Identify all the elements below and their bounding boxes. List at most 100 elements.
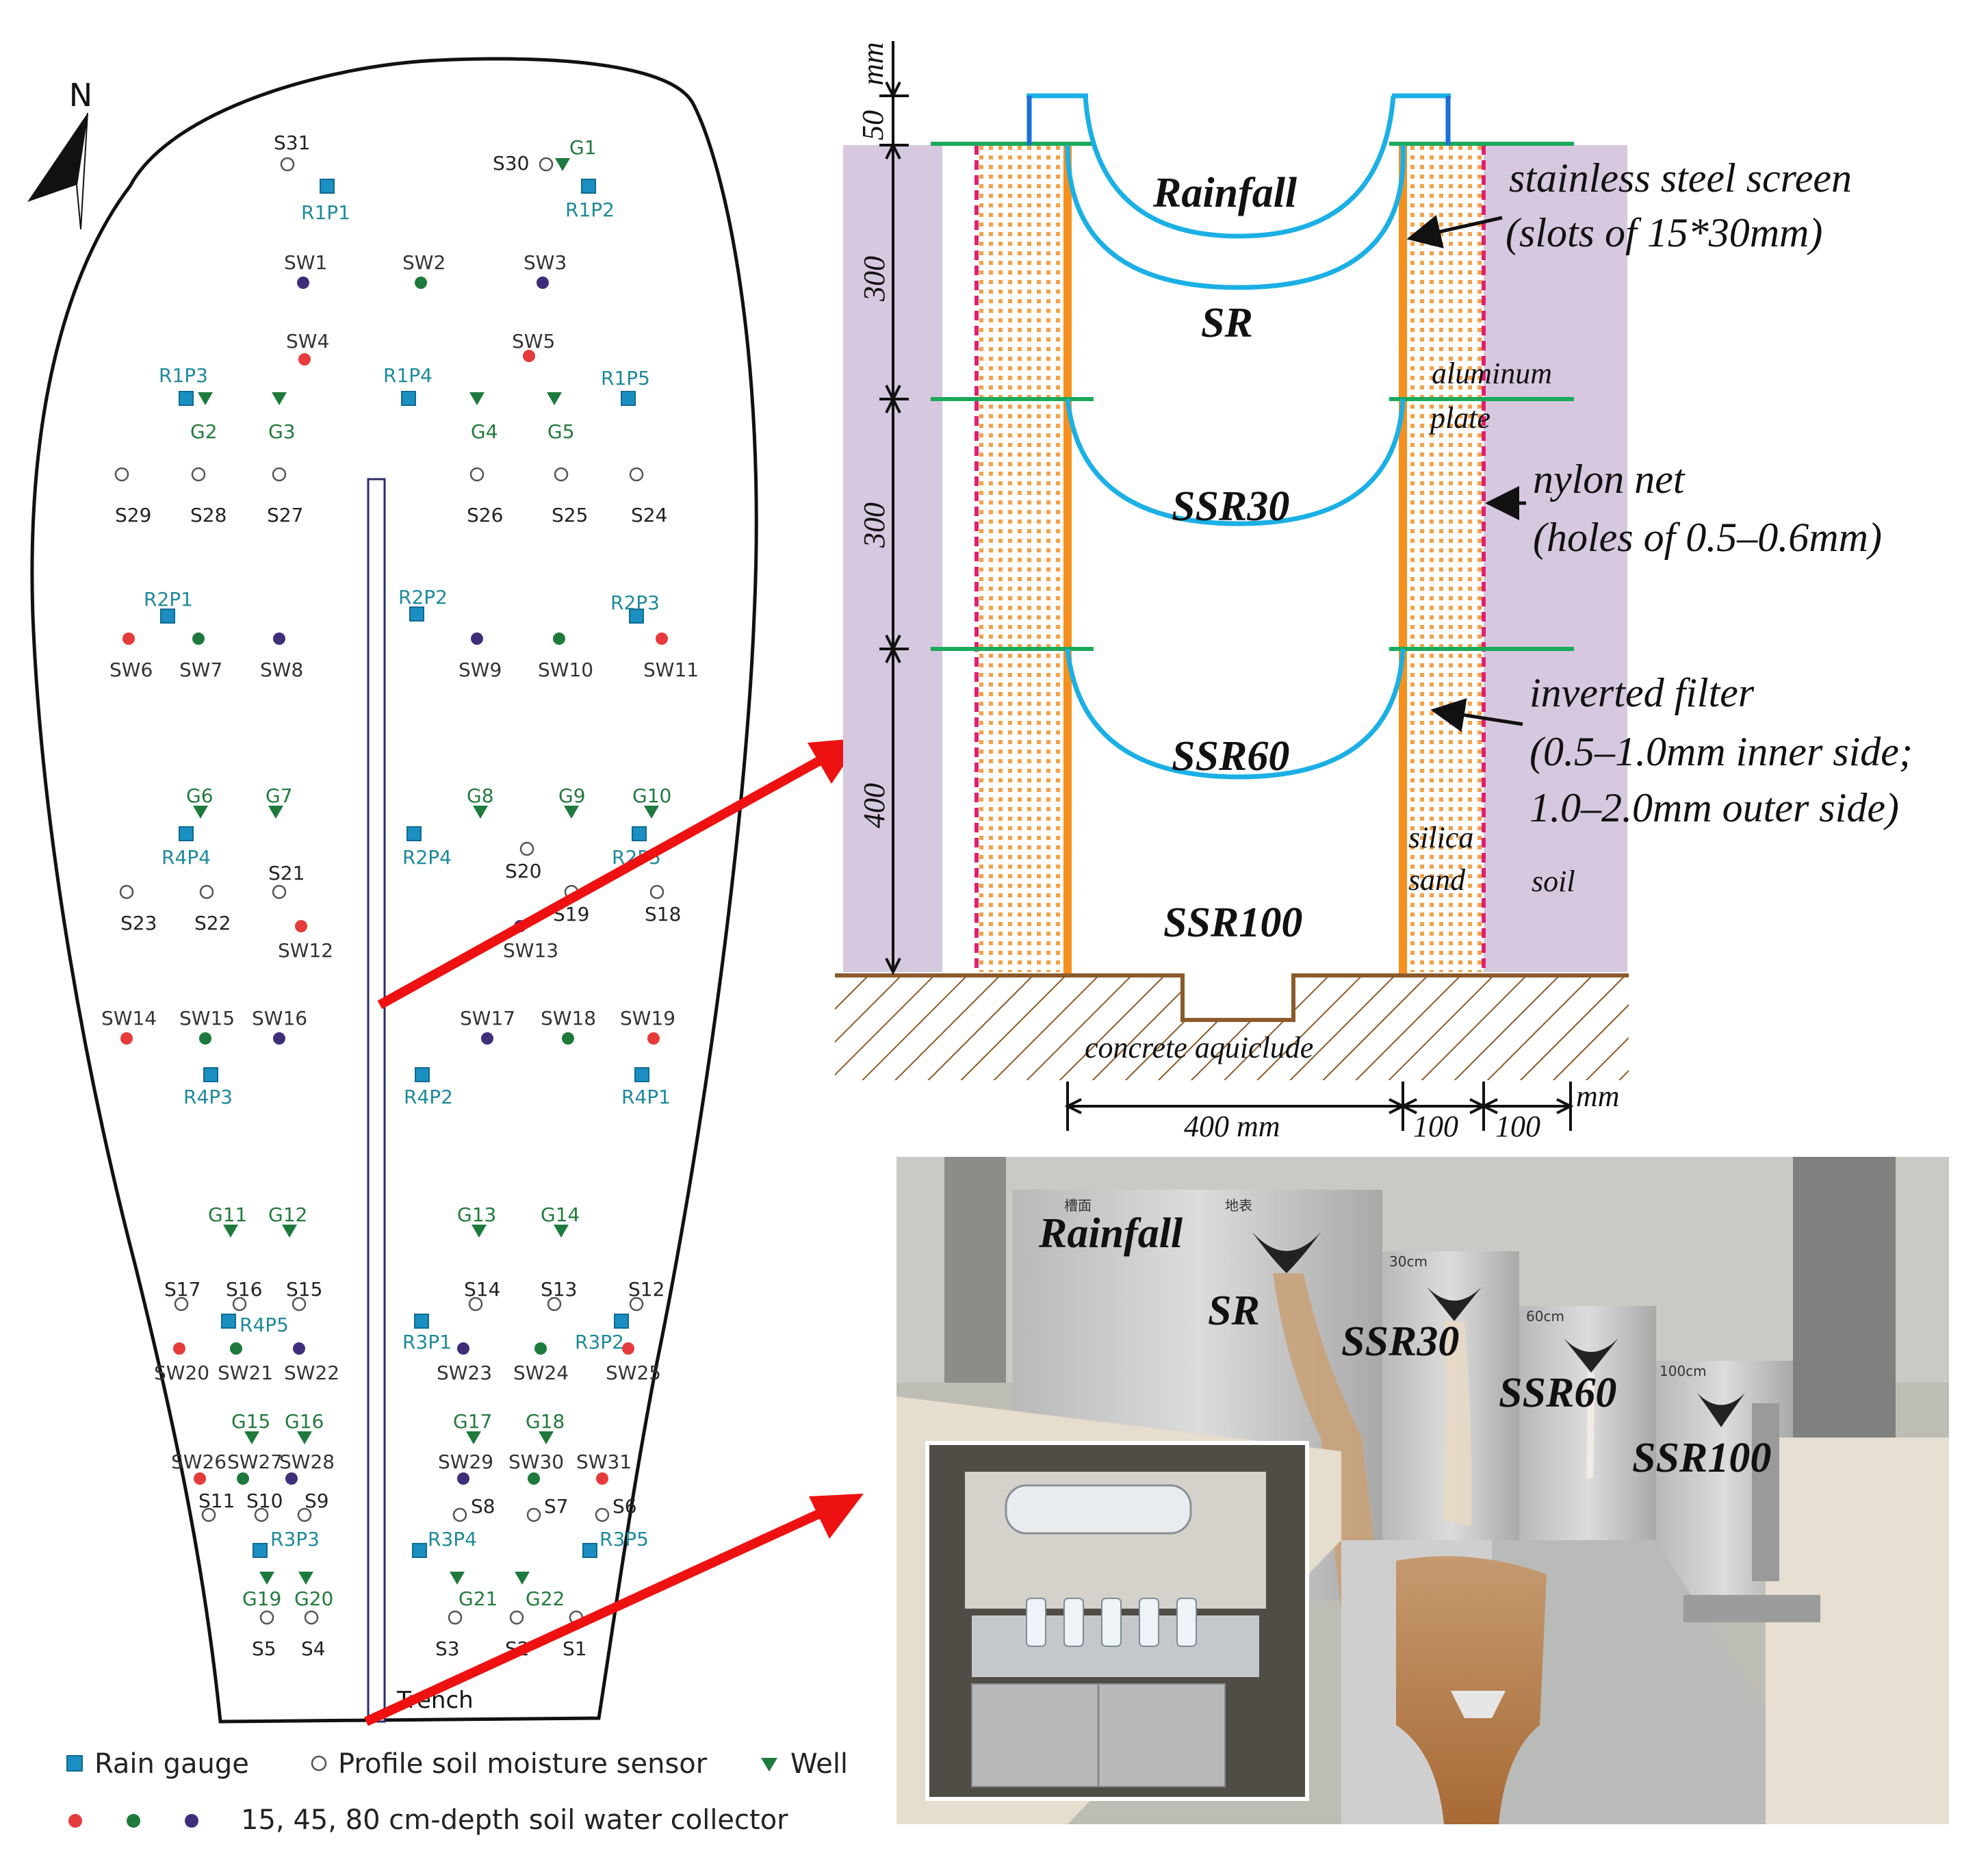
legend-rain-gauge-icon — [66, 1755, 83, 1772]
collector-label: SW13 — [503, 939, 558, 962]
well-g7 — [268, 806, 283, 819]
rain-gauge-r4p1 — [634, 1067, 649, 1082]
rain-gauge-r2p1 — [160, 609, 175, 624]
well-g13 — [472, 1225, 487, 1238]
soil-sensor-s14 — [468, 1296, 483, 1312]
collector-sw30 — [528, 1472, 540, 1485]
cross-section-diagram: mm 50 300 300 400 400 mm 100 100 mm Rain… — [835, 41, 1913, 1143]
collector-sw4 — [298, 353, 311, 366]
collector-label: SW1 — [284, 251, 327, 274]
well-label: G5 — [547, 420, 575, 443]
soil-sensor-s24 — [629, 467, 644, 482]
soil-right — [1484, 145, 1627, 972]
soil-sensor-s22 — [199, 884, 214, 899]
soil-sensor-s10 — [254, 1507, 269, 1522]
well-g6 — [193, 806, 208, 819]
collector-sw27 — [237, 1472, 249, 1485]
collector-label: SW5 — [512, 330, 555, 353]
soil-sensor-label: S23 — [120, 912, 157, 934]
legend-sensor-icon — [311, 1755, 327, 1772]
soil-sensor-label: S25 — [552, 504, 588, 526]
photo-label-rainfall: Rainfall — [1038, 1210, 1183, 1257]
collector-sw10 — [553, 632, 565, 645]
well-label: G11 — [208, 1203, 247, 1226]
note-nylon-2: (holes of 0.5–0.6mm) — [1533, 515, 1882, 560]
soil-sensor-s12 — [629, 1296, 644, 1312]
photo-label-ssr100: SSR100 — [1632, 1435, 1771, 1481]
soil-sensor-s13 — [547, 1296, 562, 1312]
dim-100-a: 100 — [1413, 1110, 1458, 1143]
rain-gauge-label: R3P4 — [428, 1528, 477, 1550]
dim-unit-top: mm — [856, 42, 890, 86]
soil-sensor-s8 — [452, 1507, 467, 1522]
soil-sensor-label: S21 — [268, 862, 305, 884]
collector-label: SW26 — [171, 1451, 227, 1473]
soil-sensor-label: S4 — [301, 1637, 326, 1660]
soil-sensor-s9 — [297, 1507, 312, 1522]
rain-gauge-label: R4P2 — [404, 1086, 453, 1108]
soil-sensor-label: S1 — [563, 1637, 587, 1660]
well-label: G6 — [186, 784, 214, 807]
collector-sw17 — [481, 1032, 493, 1045]
soil-sensor-label: S16 — [226, 1278, 262, 1301]
legend-rain-gauge: Rain gauge — [94, 1748, 249, 1780]
photo-label-ssr30: SSR30 — [1341, 1318, 1459, 1365]
rain-gauge-label: R1P1 — [301, 201, 350, 224]
photo-sign-60: 60cm — [1526, 1308, 1564, 1325]
soil-sensor-label: S5 — [252, 1637, 276, 1660]
well-label: G1 — [569, 136, 597, 159]
photo-label-ssr60: SSR60 — [1499, 1370, 1616, 1416]
collector-sw9 — [471, 632, 483, 645]
soil-sensor-label: S31 — [274, 131, 310, 154]
soil-sensor-s31 — [280, 157, 295, 172]
soil-sensor-label: S3 — [435, 1637, 460, 1660]
well-label: G3 — [268, 420, 296, 443]
collector-sw3 — [537, 277, 549, 289]
facility-photo: 槽面 地表 30cm 60cm 100cm Rainfall SR SSR30 … — [896, 1157, 1949, 1824]
rain-gauge-label: R1P5 — [601, 367, 650, 389]
soil-sensor-s26 — [469, 467, 485, 482]
rain-gauge-label: R2P4 — [402, 846, 452, 869]
dim-400-vertical: 400 — [857, 783, 891, 828]
soil-sensor-label: S29 — [115, 504, 151, 526]
well-g3 — [272, 392, 287, 405]
well-g12 — [282, 1225, 297, 1238]
soil-sensor-s15 — [292, 1296, 307, 1312]
well-g9 — [564, 806, 579, 819]
collector-sw8 — [273, 632, 285, 645]
collector-label: SW25 — [606, 1362, 661, 1384]
collector-label: SW2 — [402, 251, 446, 274]
legend-collector-15-icon — [68, 1814, 82, 1828]
soil-sensor-label: S14 — [464, 1278, 500, 1301]
rain-gauge-r1p3 — [179, 391, 194, 406]
rain-gauge-label: R3P5 — [599, 1528, 649, 1550]
well-label: G20 — [294, 1587, 333, 1610]
collector-label: SW27 — [227, 1451, 283, 1473]
well-label: G18 — [526, 1410, 565, 1433]
well-g10 — [644, 806, 659, 819]
legend-collector: 15, 45, 80 cm-depth soil water collector — [241, 1804, 788, 1836]
silica-sand-right — [1403, 145, 1484, 972]
rain-gauge-label: R4P3 — [183, 1086, 233, 1108]
rain-gauge-r1p5 — [621, 391, 636, 406]
rain-gauge-r1p4 — [401, 391, 416, 406]
well-g15 — [244, 1431, 259, 1444]
well-g14 — [554, 1225, 569, 1238]
vertical-dimensions — [879, 41, 909, 975]
collector-label: SW11 — [643, 659, 699, 681]
collector-sw22 — [293, 1342, 305, 1355]
well-label: G17 — [453, 1410, 492, 1433]
well-label: G4 — [471, 420, 498, 443]
soil-sensor-label: S26 — [467, 504, 503, 526]
collector-label: SW16 — [252, 1007, 307, 1030]
soil-sensor-label: S22 — [194, 912, 231, 934]
collector-sw19 — [647, 1032, 660, 1045]
label-ssr100: SSR100 — [1163, 899, 1302, 946]
collector-sw24 — [534, 1342, 547, 1355]
soil-sensor-s25 — [554, 467, 569, 482]
collector-label: SW14 — [101, 1007, 157, 1030]
collector-label: SW22 — [284, 1362, 339, 1384]
rain-gauge-label: R2P1 — [144, 588, 193, 611]
